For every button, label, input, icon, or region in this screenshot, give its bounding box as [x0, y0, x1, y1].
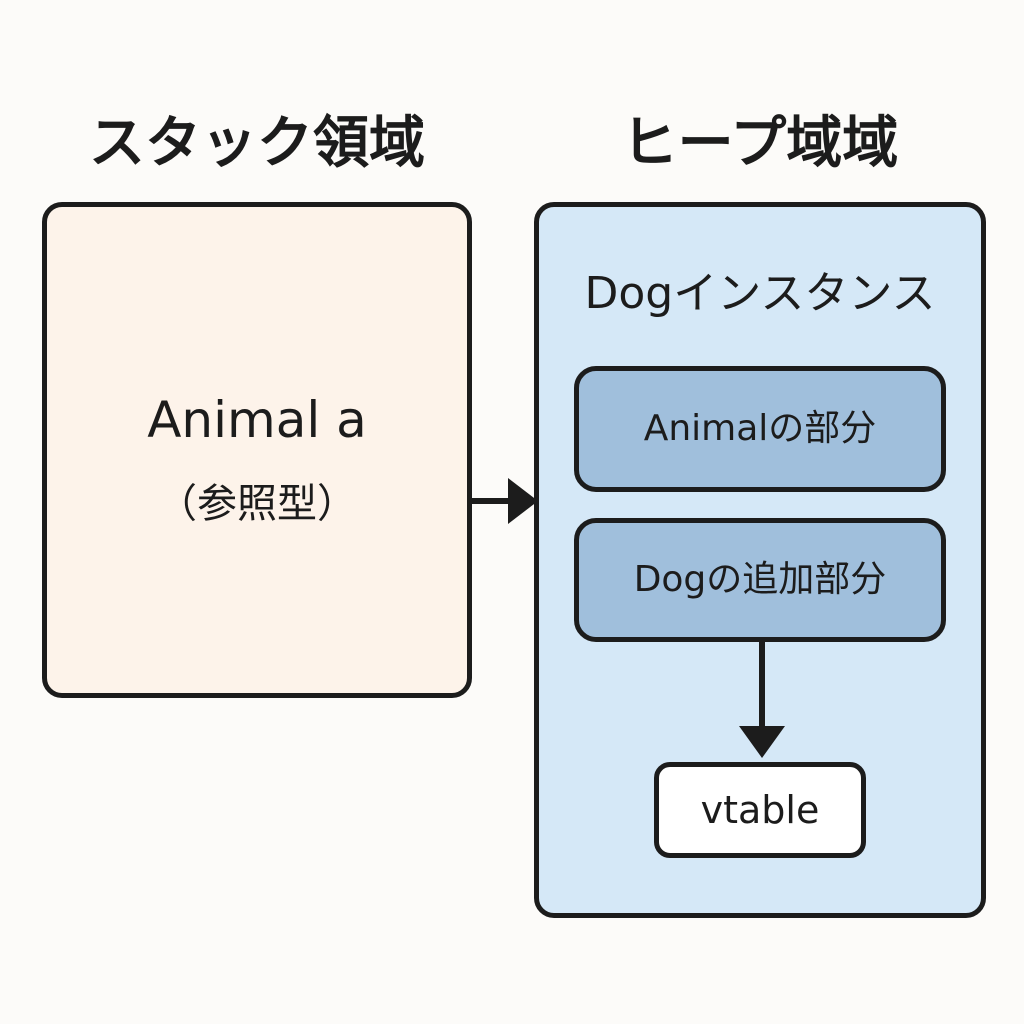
stack-variable-type-note: （参照型） [157, 481, 357, 527]
vtable-pointer-arrow [739, 642, 785, 758]
stack-area-heading: スタック領域 [89, 111, 425, 176]
stack-variable-label: Animal a [147, 391, 367, 449]
reference-arrow [472, 478, 538, 524]
vtable-box: vtable [654, 762, 866, 858]
stack-area-box [42, 202, 472, 698]
dog-additional-part-box: Dogの追加部分 [574, 518, 946, 642]
dog-instance-title: Dogインスタンス [584, 268, 936, 319]
heap-area-heading: ヒープ域域 [621, 111, 899, 176]
animal-part-box: Animalの部分 [574, 366, 946, 492]
